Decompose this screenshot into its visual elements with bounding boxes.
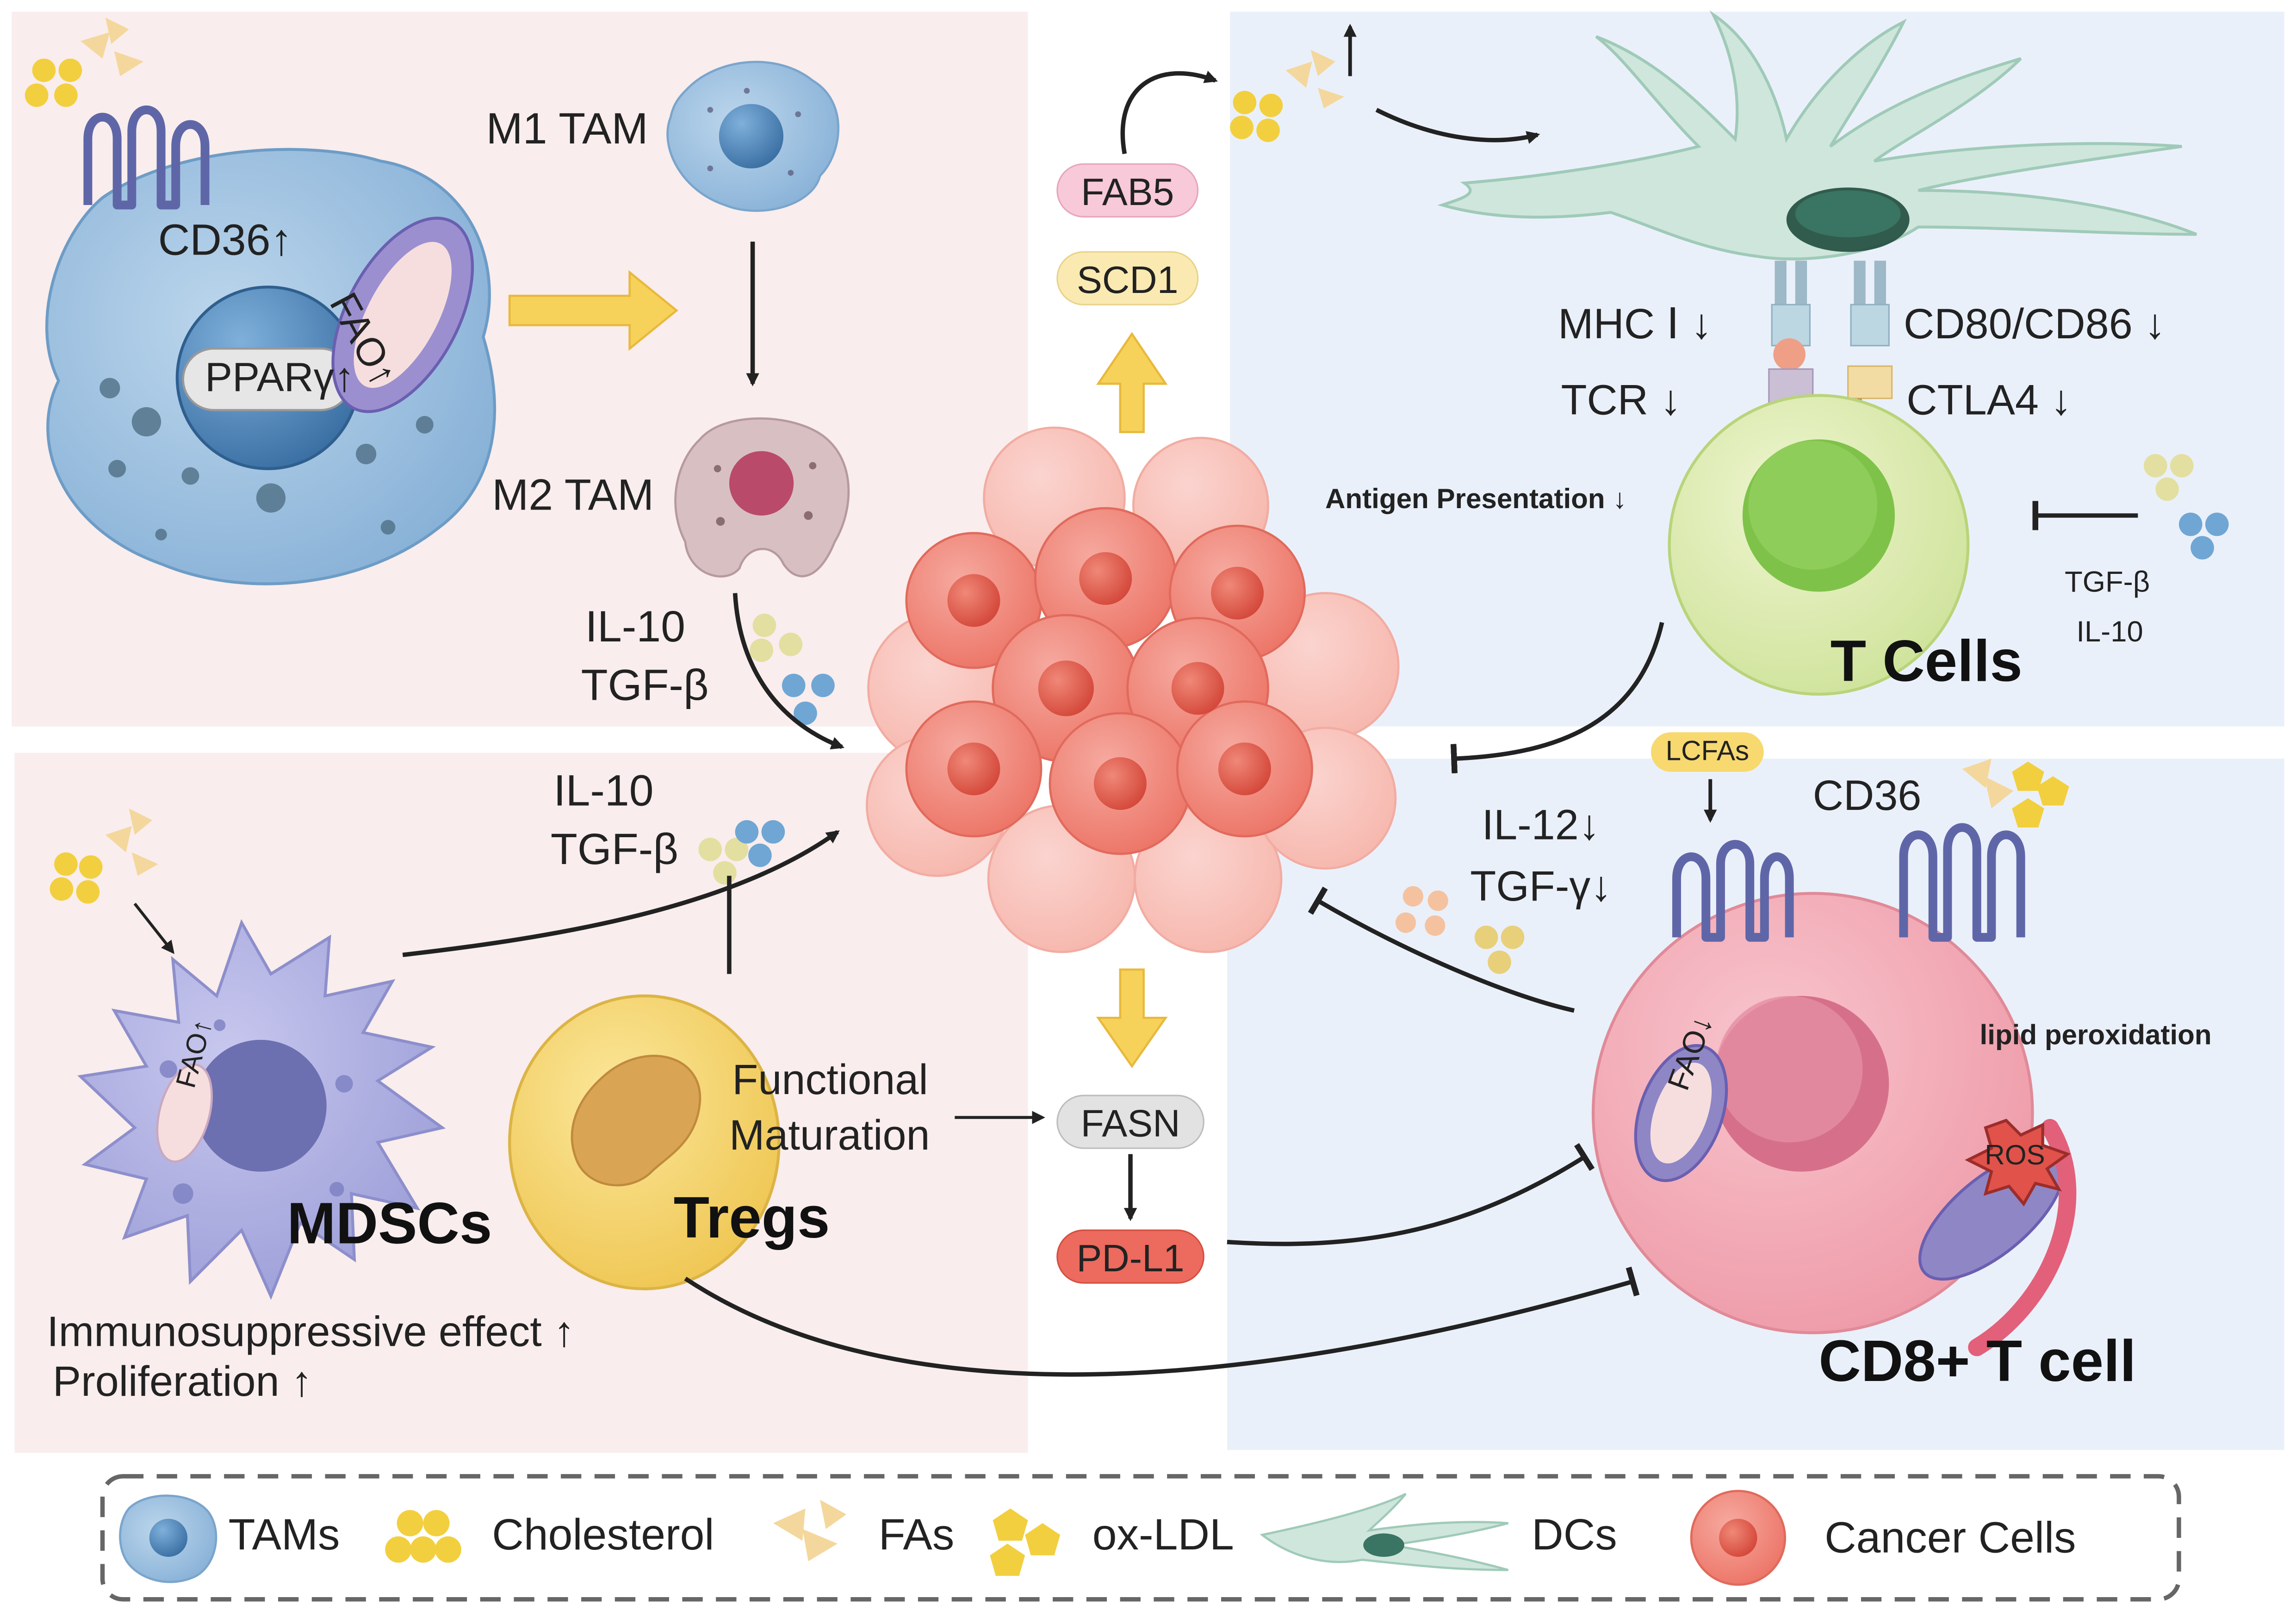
pdl1-pill — [1056, 1229, 1204, 1284]
tumor-up-arrow — [1096, 332, 1168, 433]
ppar-text: PPARγ — [205, 354, 335, 400]
dc-icon — [1260, 1493, 1509, 1571]
tam-polarization-arrow — [508, 270, 678, 351]
il10-tam-label: IL-10 — [585, 603, 686, 652]
cd36-tam-label: CD36↑ — [158, 217, 292, 265]
m1-tam-cell — [666, 61, 839, 212]
lipid-to-dc-arrow — [1375, 108, 1540, 144]
fab5-to-dc-arrow — [1120, 70, 1218, 155]
legend-cancer-label: Cancer Cells — [1824, 1514, 2076, 1563]
mdsc-cell — [77, 919, 446, 1300]
lipid-peroxidation-label: lipid peroxidation — [1980, 1020, 2212, 1052]
lcfas-label: LCFAs — [1651, 732, 1764, 772]
cd80-label: CD80/CD86 ↓ — [1903, 301, 2166, 349]
lipid-to-mdsc-arrow — [133, 902, 174, 954]
treg-inhibits-cd8 — [684, 1266, 1640, 1377]
il10-mdsc-label: IL-10 — [553, 767, 654, 816]
tcr-label: TCR ↓ — [1561, 378, 1682, 425]
fab5-pill — [1056, 163, 1199, 218]
cd36-receptor — [83, 105, 210, 210]
scd1-label: SCD1 — [1076, 257, 1179, 302]
cd8-lipid-cluster — [1962, 759, 2069, 827]
up-arrow-icon: ↑ — [270, 217, 292, 265]
legend-oxldl-label: ox-LDL — [1092, 1511, 1234, 1560]
fasn-pill — [1056, 1095, 1204, 1149]
fasn-label: FASN — [1080, 1101, 1180, 1145]
proliferation-label: Proliferation ↑ — [52, 1359, 313, 1406]
tam-icon — [119, 1494, 217, 1583]
antigen-presentation-label: Antigen Presentation ↓ — [1325, 485, 1627, 516]
tam-cytokines — [750, 613, 835, 725]
mdsc-lipid-cluster — [50, 808, 158, 904]
tam-cell — [45, 105, 496, 585]
m1-tam-label: M1 TAM — [486, 105, 648, 154]
pdl1-label: PD-L1 — [1076, 1236, 1185, 1280]
cholesterol-icon — [385, 1510, 461, 1563]
legend-tams-label: TAMs — [228, 1511, 340, 1560]
tumor-down-arrow — [1096, 968, 1168, 1068]
cd8-t-cell — [1591, 823, 2077, 1356]
tgfb-mdsc-label: TGF-β — [550, 826, 678, 875]
cancer-cell-icon — [1690, 1490, 1787, 1586]
tcell-inhibits-tumor — [1450, 622, 1664, 774]
fas-icon — [773, 1499, 847, 1561]
tgfb-tcell-label: TGF-β — [2065, 566, 2150, 599]
tregs-title: Tregs — [673, 1186, 830, 1251]
fab5-label: FAB5 — [1081, 170, 1174, 214]
ox-ldl-icon — [990, 1508, 1061, 1576]
scd1-pill — [1056, 251, 1199, 305]
legend-box — [100, 1474, 2181, 1602]
maturation-label: Maturation — [729, 1113, 930, 1160]
up-arrow-icon: ↑ — [334, 354, 355, 400]
tam-lipid-cluster — [25, 17, 144, 107]
m2-tam-label: M2 TAM — [492, 472, 654, 520]
legend-cholesterol-label: Cholesterol — [492, 1511, 714, 1560]
m2-tam-cell — [674, 417, 850, 578]
cd8-cytokines — [1395, 886, 1525, 974]
cd36-tam-text: CD36 — [158, 217, 271, 265]
ros-burst — [1965, 1119, 2071, 1207]
mdscs-title: MDSCs — [287, 1192, 492, 1257]
treg-cell — [508, 994, 781, 1291]
il12-label: IL-12↓ — [1482, 802, 1600, 850]
tcells-title: T Cells — [1830, 629, 2023, 695]
ctla4-label: CTLA4 ↓ — [1906, 378, 2072, 425]
tgfb-tam-label: TGF-β — [581, 662, 709, 710]
immunosuppressive-label: Immunosuppressive effect ↑ — [47, 1309, 575, 1356]
tgfg-label: TGF-γ↓ — [1470, 864, 1612, 911]
ppar-label: PPARγ↑ — [205, 357, 354, 398]
cd8-title: CD8+ T cell — [1818, 1330, 2136, 1394]
il10-tcell-label: IL-10 — [2076, 616, 2143, 649]
tumor-cluster — [866, 426, 1400, 953]
t-cell — [1668, 394, 1970, 696]
cd36-cd8-label: CD36 — [1812, 773, 1922, 821]
legend-dcs-label: DCs — [1532, 1511, 1617, 1560]
legend-fas-label: FAs — [878, 1511, 955, 1560]
ros-label: ROS — [1985, 1141, 2045, 1172]
mhc-label: MHC Ⅰ ↓ — [1558, 301, 1713, 349]
mdsc-cytokines — [698, 820, 785, 885]
dc-lipid-cluster — [1230, 50, 1345, 142]
cd8-inhibits-tumor — [1308, 886, 1575, 1013]
mdsc-to-tumor-arrow — [402, 830, 840, 958]
tam-to-tumor-arrow — [732, 593, 844, 750]
functional-label: Functional — [732, 1057, 928, 1105]
pdl1-inhibits-cd8 — [1227, 1143, 1595, 1246]
tcell-cytokines — [2143, 454, 2229, 560]
